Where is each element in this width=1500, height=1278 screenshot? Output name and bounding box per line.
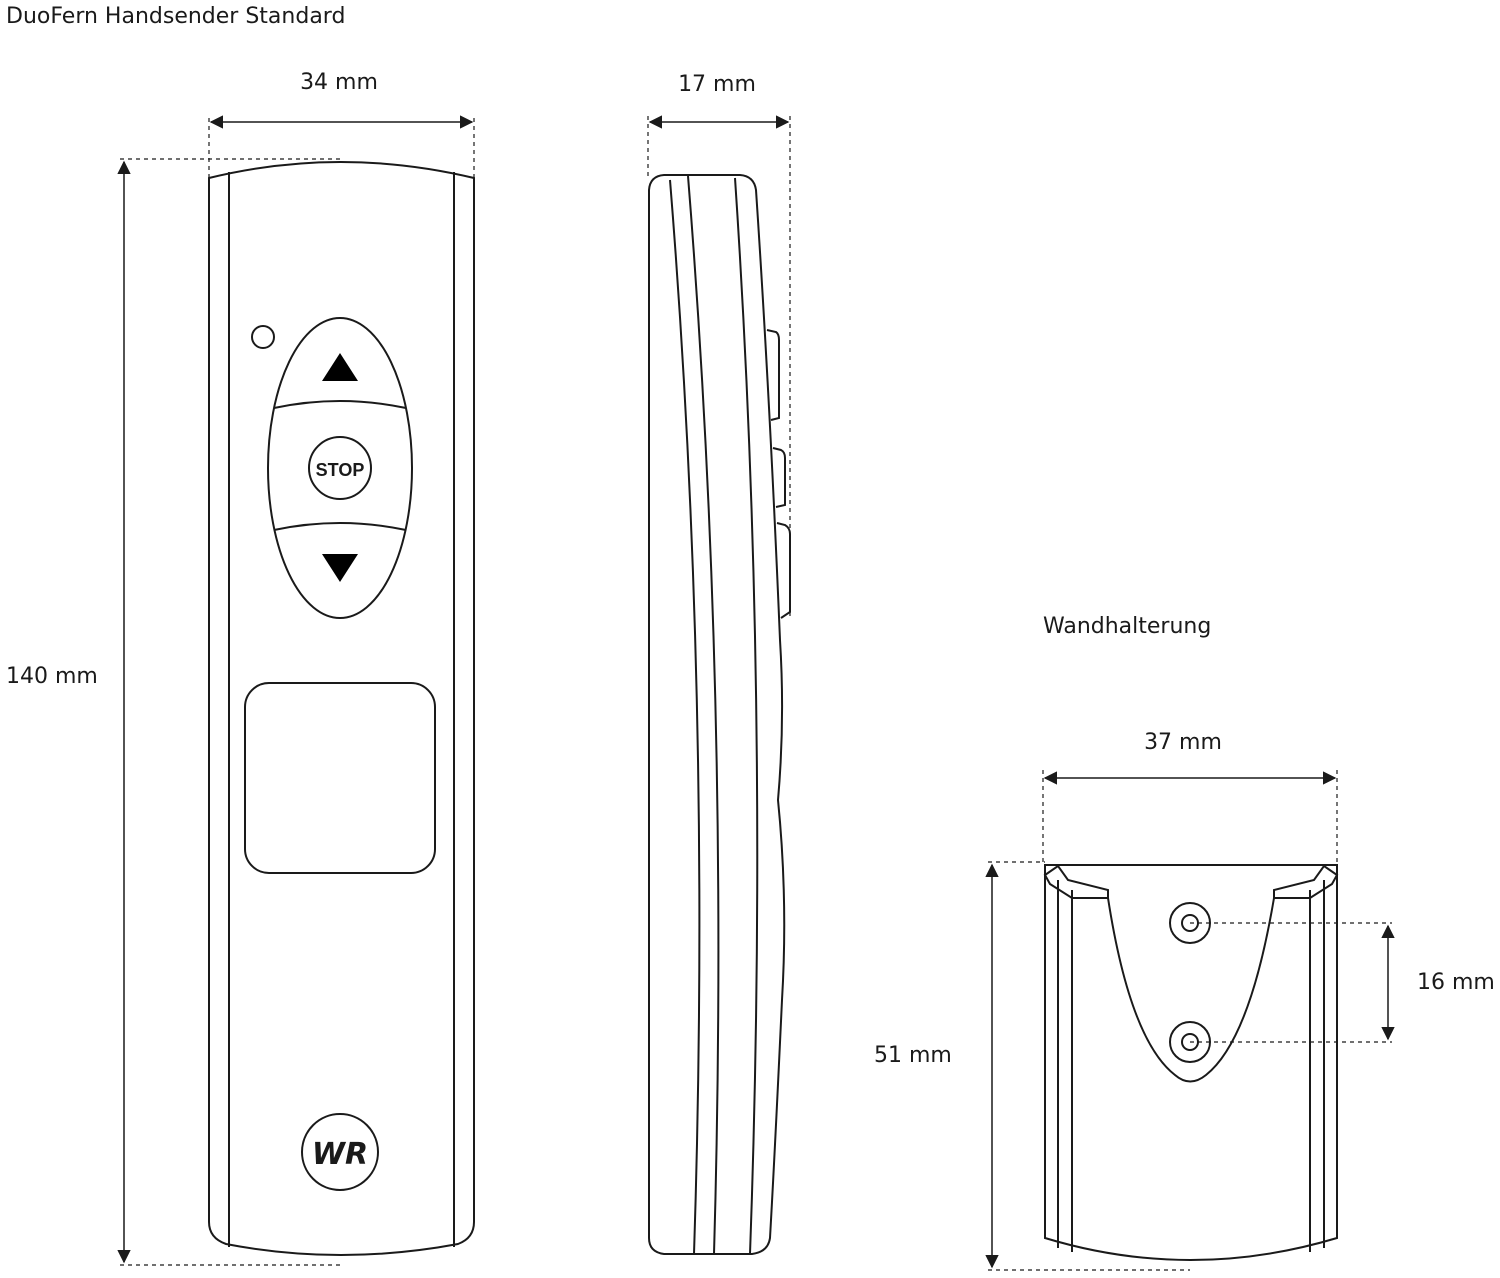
remote-body-outline bbox=[208, 161, 475, 1256]
logo-text: WR bbox=[312, 1137, 368, 1172]
down-arrow-icon bbox=[322, 554, 358, 582]
side-body-outline bbox=[648, 174, 786, 1255]
screw-hole-bottom bbox=[1169, 1021, 1211, 1063]
label-window bbox=[244, 682, 436, 874]
down-button[interactable] bbox=[322, 554, 358, 582]
logo-circle bbox=[301, 1113, 379, 1191]
drawing-title: DuoFern Handsender Standard bbox=[6, 4, 345, 29]
brand-logo: WR bbox=[301, 1113, 379, 1191]
stop-button-circle bbox=[308, 436, 372, 500]
holder-lip-left bbox=[1043, 864, 1109, 899]
up-button[interactable] bbox=[322, 353, 358, 381]
screw-hole-top bbox=[1169, 902, 1211, 944]
up-arrow-icon bbox=[322, 353, 358, 381]
side-button-up bbox=[766, 329, 780, 421]
hole-spacing-label: 16 mm bbox=[1417, 970, 1495, 995]
wall-holder-view: Wandhalterung 37 mm 51 mm 16 mm bbox=[874, 614, 1495, 1271]
led-indicator bbox=[251, 325, 275, 349]
remote-height-label: 140 mm bbox=[6, 664, 98, 689]
button-separator-top bbox=[273, 400, 407, 409]
button-pad-outline bbox=[267, 317, 413, 619]
stop-button-label: STOP bbox=[316, 460, 365, 480]
holder-title: Wandhalterung bbox=[1043, 614, 1211, 639]
side-seam-3 bbox=[734, 177, 759, 1255]
stop-button[interactable]: STOP bbox=[308, 436, 372, 500]
side-seam-1 bbox=[687, 175, 720, 1255]
mounting-plate bbox=[1107, 897, 1275, 1083]
button-separator-bottom bbox=[273, 522, 407, 531]
side-button-down bbox=[776, 522, 791, 619]
remote-side-view: 17 mm bbox=[647, 72, 791, 1255]
holder-height-label: 51 mm bbox=[874, 1043, 952, 1068]
side-depth-label: 17 mm bbox=[678, 72, 756, 97]
remote-width-label: 34 mm bbox=[300, 70, 378, 95]
holder-width-label: 37 mm bbox=[1144, 730, 1222, 755]
holder-lip-right bbox=[1273, 864, 1339, 899]
remote-front-view: 34 mm 140 mm STOP WR bbox=[6, 70, 475, 1266]
side-seam-2 bbox=[669, 179, 701, 1255]
side-button-stop bbox=[772, 447, 786, 508]
